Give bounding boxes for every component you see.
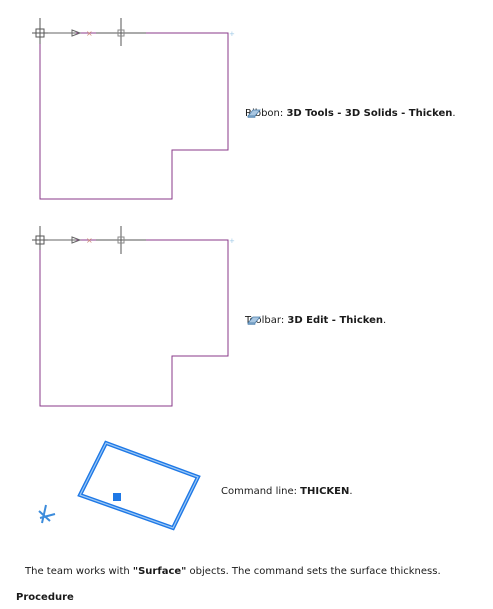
ribbon-caption: Ribbon: 3D Tools - 3D Solids - Thicken. bbox=[245, 108, 456, 119]
crosshair-cursor-icon bbox=[96, 226, 146, 254]
direction-arrow-icon bbox=[71, 236, 82, 244]
thicken-icon[interactable] bbox=[247, 315, 261, 325]
l-shape-outline bbox=[39, 32, 229, 200]
command-line-caption: Command line: THICKEN. bbox=[221, 486, 353, 497]
procedure-heading: Procedure bbox=[16, 592, 74, 603]
figure-ribbon: + × Ribbon: 3D Tools - 3D Solids - Thick… bbox=[0, 0, 493, 210]
description-paragraph: The team works with "Surface" objects. T… bbox=[25, 566, 441, 577]
svg-text:+: + bbox=[229, 237, 235, 245]
svg-text:+: + bbox=[229, 30, 235, 38]
direction-arrow-icon bbox=[71, 29, 82, 37]
svg-text:×: × bbox=[86, 236, 93, 245]
l-shape-drawing: + × bbox=[32, 226, 235, 407]
figure-command-line: Command line: THICKEN. bbox=[0, 415, 493, 555]
crosshair-cursor-icon bbox=[96, 18, 146, 46]
figure-toolbar: + × Toolbar: 3D Edit - Thicken. bbox=[0, 210, 493, 415]
l-shape-outline bbox=[39, 239, 229, 407]
svg-text:×: × bbox=[86, 29, 93, 38]
ucs-icon bbox=[38, 504, 56, 524]
toolbar-caption: Toolbar: 3D Edit - Thicken. bbox=[245, 315, 387, 326]
l-shape-drawing: + × bbox=[32, 18, 235, 200]
thicken-icon[interactable] bbox=[247, 108, 261, 118]
surface-grip[interactable] bbox=[113, 493, 121, 501]
surface-drawing bbox=[38, 440, 201, 531]
